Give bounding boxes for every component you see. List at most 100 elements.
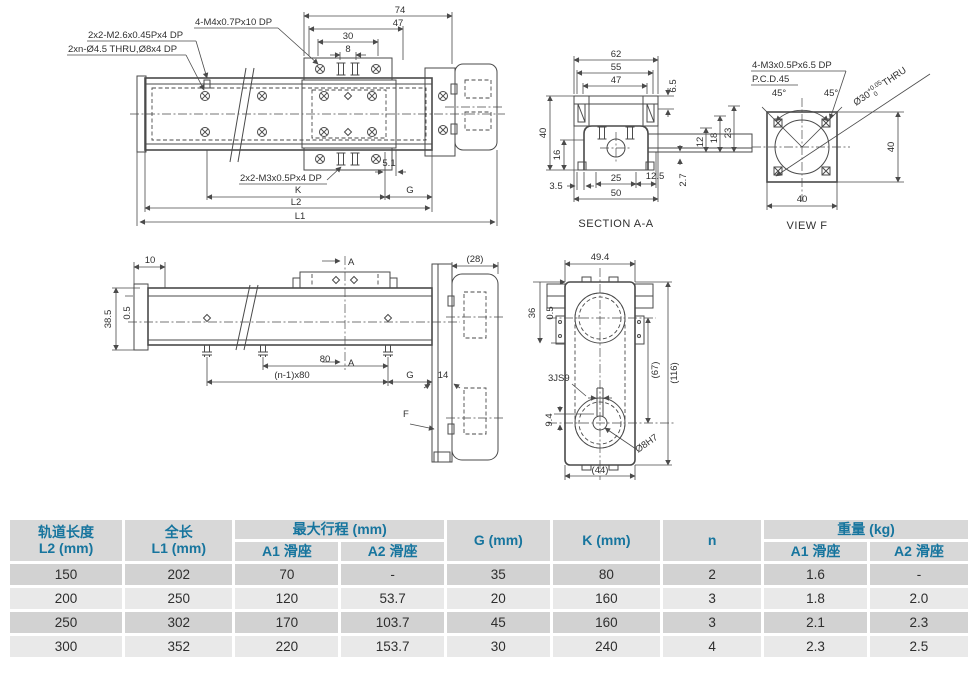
col-header-weight-a1: A1 滑座 [764, 541, 867, 561]
dim-L2: L2 [291, 197, 302, 208]
col-header-stroke: 最大行程 (mm) [235, 520, 444, 539]
view-arrow-f: F [403, 409, 409, 420]
col-header-weight: 重量 (kg) [764, 520, 968, 539]
callout-o8h7: Ø8H7 [633, 432, 660, 455]
dim-80: 80 [320, 354, 331, 365]
dim-50: 50 [611, 188, 622, 199]
dim-47: 47 [611, 75, 622, 86]
col-header-g: G (mm) [446, 520, 550, 561]
dim-40-bottom: 40 [797, 194, 808, 205]
section-aa-label: SECTION A-A [578, 218, 653, 230]
col-header-l2: 轨道长度 L2 (mm) [10, 520, 123, 561]
col-header-k: K (mm) [552, 520, 661, 561]
table-cell: 300 [10, 635, 123, 657]
dim-62: 62 [611, 49, 622, 60]
callout-pcd45: P.C.D.45 [752, 74, 789, 85]
table-cell: 35 [446, 563, 550, 585]
table-cell: 240 [552, 635, 661, 657]
dim-16: 16 [552, 150, 563, 161]
table-cell: 302 [125, 611, 233, 633]
table-cell: 70 [235, 563, 339, 585]
dim-30: 30 [343, 31, 354, 42]
table-cell: 352 [125, 635, 233, 657]
table-cell: - [869, 563, 968, 585]
table-cell: 202 [125, 563, 233, 585]
spec-table: 轨道长度 L2 (mm) 全长 L1 (mm) 最大行程 (mm) G (mm)… [7, 517, 971, 660]
dim-18: 18 [709, 133, 720, 144]
dim-9-4: 9.4 [544, 413, 555, 426]
col-header-stroke-a2: A2 滑座 [341, 541, 444, 561]
dim-28: (28) [467, 254, 484, 265]
col-header-l2-line1: 轨道长度 [38, 523, 95, 540]
table-cell: 160 [552, 587, 661, 609]
dim-n-1-x80: (n-1)x80 [274, 370, 309, 381]
dim-G-side: G [406, 370, 413, 381]
dim-12: 12 [695, 137, 706, 148]
table-cell: 220 [235, 635, 339, 657]
callout-3js9: 3JS9 [548, 373, 570, 384]
callout-m3-viewf: 4-M3x0.5Px6.5 DP [752, 60, 832, 71]
dim-5-1: 5.1 [382, 158, 395, 169]
section-arrow-a-bottom: A [348, 358, 355, 369]
table-cell: 2.3 [869, 611, 968, 633]
table-cell: 4 [663, 635, 762, 657]
drawing-canvas: 74 47 30 8 4-M4x0.7Px10 DP 2x2-M2.6x0.45… [67, 5, 931, 480]
table-cell: 150 [10, 563, 123, 585]
col-header-weight-a2: A2 滑座 [869, 541, 968, 561]
table-cell: 45 [446, 611, 550, 633]
table-cell: 3 [663, 611, 762, 633]
view-f: 45° 45° 4-M3x0.5Px6.5 DP P.C.D.45 Ø30+0.… [751, 60, 931, 232]
dim-67: (67) [650, 362, 661, 379]
dim-2-7: 2.7 [678, 173, 689, 186]
table-cell: 153.7 [341, 635, 444, 657]
col-header-n: n [663, 520, 762, 561]
table-cell: 120 [235, 587, 339, 609]
table-cell: 250 [125, 587, 233, 609]
col-header-l1-line1: 全长 [164, 523, 193, 540]
side-elevation-view: 10 A A F 38.5 0.5 [103, 254, 505, 463]
table-cell: 250 [10, 611, 123, 633]
dim-36: 36 [527, 308, 538, 319]
table-cell: 20 [446, 587, 550, 609]
top-plan-view: 74 47 30 8 4-M4x0.7Px10 DP 2x2-M2.6x0.45… [67, 5, 505, 226]
table-cell: 160 [552, 611, 661, 633]
dim-10: 10 [145, 255, 156, 266]
section-aa-view: 62 55 47 6.5 40 16 3.5 [538, 49, 753, 230]
dim-38-5: 38.5 [103, 310, 114, 329]
table-cell: 2.1 [764, 611, 867, 633]
table-cell: 170 [235, 611, 339, 633]
section-arrow-a-top: A [348, 257, 355, 268]
col-header-l1: 全长 L1 (mm) [125, 520, 233, 561]
table-cell: 80 [552, 563, 661, 585]
dim-3-5: 3.5 [549, 181, 562, 192]
table-cell: 30 [446, 635, 550, 657]
table-cell: 1.6 [764, 563, 867, 585]
col-header-l1-line2: L1 (mm) [151, 540, 206, 557]
dim-23: 23 [723, 128, 734, 139]
table-cell: 103.7 [341, 611, 444, 633]
table-cell: 2.3 [764, 635, 867, 657]
dim-55: 55 [611, 62, 622, 73]
table-cell: 200 [10, 587, 123, 609]
dim-14: 14 [438, 370, 449, 381]
dim-44: (44) [592, 465, 609, 476]
dim-K: K [295, 185, 302, 196]
dim-0-5-end: 0.5 [545, 306, 556, 319]
callout-m26: 2x2-M2.6x0.45Px4 DP [88, 30, 183, 41]
dim-25: 25 [611, 173, 622, 184]
angle-45-right: 45° [824, 88, 839, 99]
angle-45-left: 45° [772, 88, 787, 99]
table-cell: 2.0 [869, 587, 968, 609]
callout-m4: 4-M4x0.7Px10 DP [195, 17, 272, 28]
table-cell: 3 [663, 587, 762, 609]
table-cell: - [341, 563, 444, 585]
dim-49-4: 49.4 [591, 252, 610, 263]
dim-L1: L1 [295, 211, 306, 222]
callout-m3: 2x2-M3x0.5Px4 DP [240, 173, 322, 184]
dim-47: 47 [393, 18, 404, 29]
